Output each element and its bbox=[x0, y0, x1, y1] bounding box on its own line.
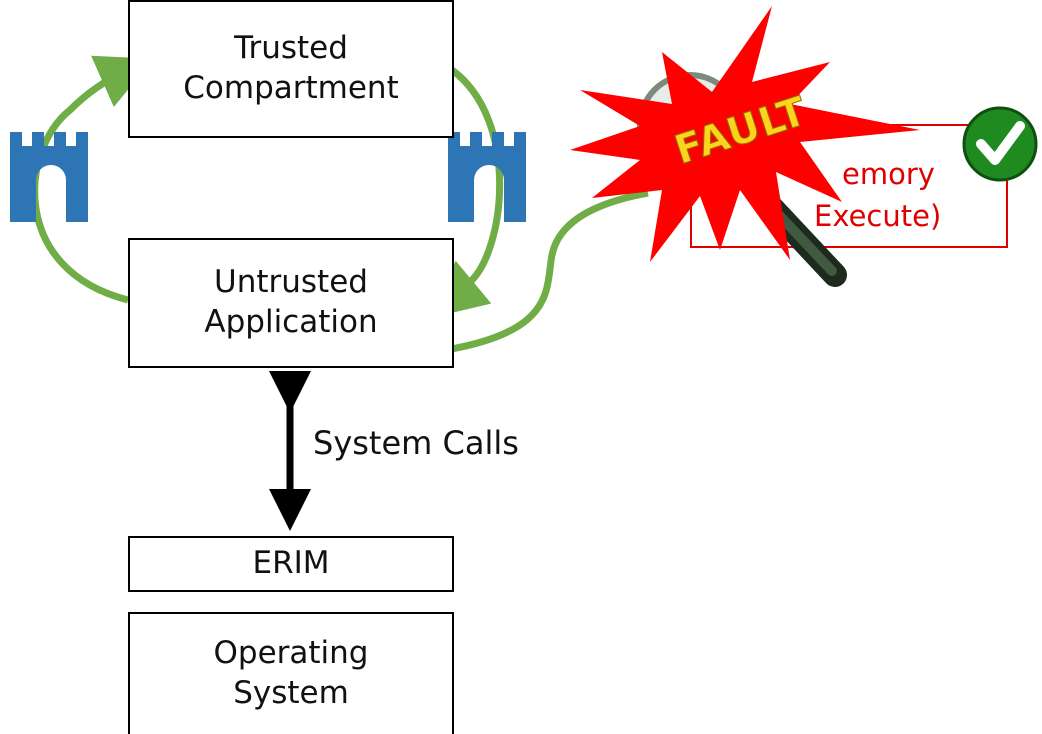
erim-box: ERIM bbox=[128, 536, 454, 592]
castle-gate-icon-left bbox=[10, 132, 88, 222]
arrow-untrusted-to-trusted bbox=[31, 55, 154, 304]
system-calls-label: System Calls bbox=[313, 424, 519, 462]
castle-gate-icon-right bbox=[448, 132, 526, 222]
arrow-trusted-to-untrusted bbox=[430, 67, 504, 318]
untrusted-application-box: Untrusted Application bbox=[128, 238, 454, 368]
memory-line-1: emory bbox=[842, 157, 935, 191]
trusted-compartment-box: Trusted Compartment bbox=[128, 0, 454, 138]
operating-system-box: Operating System bbox=[128, 612, 454, 734]
memory-line-2: Execute) bbox=[814, 199, 942, 233]
